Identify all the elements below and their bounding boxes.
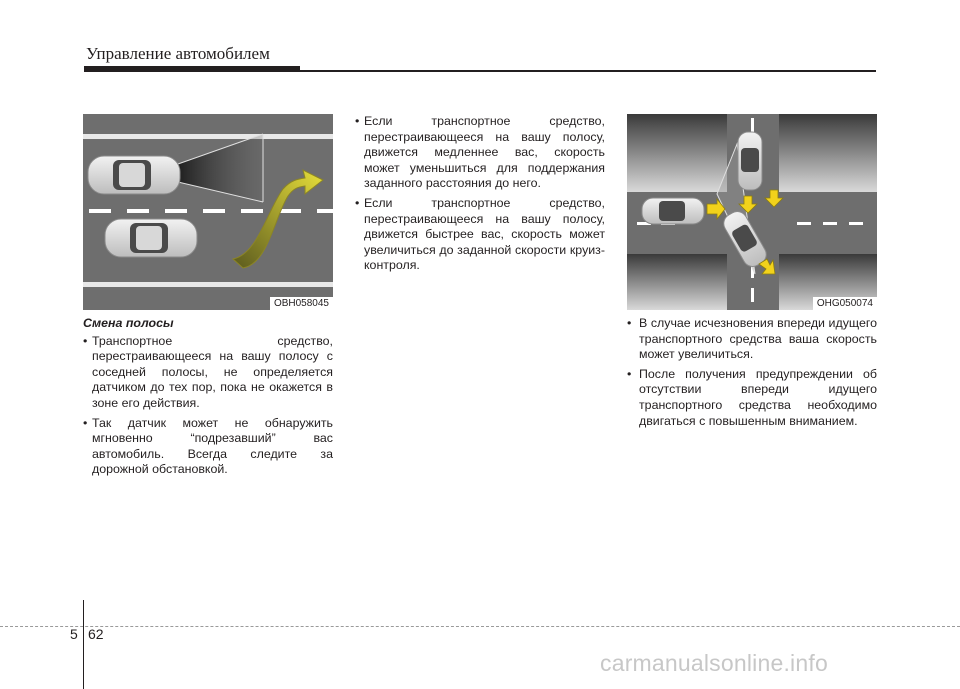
page-title: Управление автомобилем: [86, 44, 270, 63]
chapter-number: 5: [70, 626, 78, 642]
footer-rule: [0, 626, 960, 627]
list-item: После получения предупреждении об отсутс…: [627, 367, 877, 429]
header-rule-thin: [300, 70, 876, 72]
list-item: В случае исчезновения впереди идущего тр…: [627, 316, 877, 363]
left-column-text: Смена полосы Транспортное средство, пере…: [83, 316, 333, 482]
lane-change-arrow: [231, 169, 324, 269]
top-car: [737, 131, 763, 191]
intersection-figure: OHG050074: [627, 114, 877, 310]
left-car: [641, 197, 705, 225]
lane-change-figure: OBH058045: [83, 114, 333, 310]
list-item: Если транспортное средство, перестраиваю…: [355, 196, 605, 274]
own-car: [104, 218, 198, 258]
header-rule-thick: [84, 66, 300, 72]
section-heading: Смена полосы: [83, 316, 174, 330]
list-item: Если транспортное средство, перестраиваю…: [355, 114, 605, 192]
intersection-illustration: [627, 114, 877, 310]
right-column-text: В случае исчезновения впереди идущего тр…: [627, 316, 877, 433]
lead-car: [87, 155, 181, 195]
lane-change-illustration: [83, 114, 333, 310]
turning-car: [723, 211, 767, 267]
figure-code: OHG050074: [812, 297, 877, 310]
list-item: Так датчик может не обнаружить мгновенно…: [83, 416, 333, 478]
list-item: Транспортное средство, перестраивающееся…: [83, 334, 333, 412]
middle-column-text: Если транспортное средство, перестраиваю…: [355, 114, 605, 278]
page-number: 62: [88, 626, 104, 642]
footer-divider: [83, 600, 84, 689]
figure-code: OBH058045: [269, 297, 333, 310]
watermark: carmanualsonline.info: [600, 650, 828, 676]
direction-arrows: [706, 189, 784, 275]
